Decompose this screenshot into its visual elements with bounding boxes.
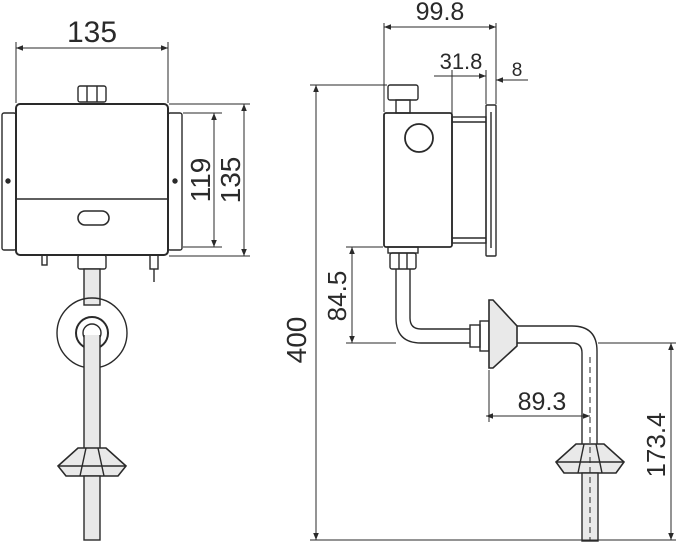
side-outlet-nut [389, 252, 417, 270]
front-upper-pipe [83, 268, 101, 306]
front-right-fitting [149, 254, 159, 270]
front-flush-cone [56, 447, 128, 477]
side-dimensions [310, 23, 676, 541]
front-outlet-nut [77, 254, 107, 270]
side-outlet-pipe-inner [517, 342, 583, 445]
side-inlet-port [404, 123, 434, 153]
front-width-label: 135 [67, 16, 117, 49]
side-union-nut-1 [469, 324, 481, 348]
side-housing [383, 112, 453, 248]
front-lower-pipe [83, 335, 101, 453]
side-bracket [451, 116, 487, 244]
pipe-drop-label: 173.4 [641, 412, 671, 477]
front-right-screw-icon [172, 178, 178, 184]
side-plate-thickness-label: 8 [512, 60, 523, 81]
side-union-nut-2 [479, 320, 490, 352]
front-bottom-pipe [83, 475, 101, 541]
front-housing [15, 103, 169, 256]
front-view [1, 85, 183, 541]
side-outlet-pipe-outer [517, 325, 598, 445]
front-sensor-window [77, 210, 110, 226]
side-view [383, 84, 626, 542]
side-elbow-pipe-inner [409, 269, 470, 330]
front-outer-height-label: 135 [215, 157, 246, 204]
side-depth-label: 99.8 [416, 0, 465, 26]
front-left-fitting [41, 254, 48, 266]
front-inner-height-label: 119 [185, 158, 216, 203]
side-inlet-nut [387, 84, 419, 101]
side-wall-plate [485, 104, 497, 257]
front-inlet-nut [77, 85, 107, 103]
front-left-screw-icon [5, 178, 11, 184]
pipe-reach-label: 89.3 [518, 388, 567, 416]
side-elbow-pipe-outer [395, 269, 470, 344]
outlet-height-label: 84.5 [322, 271, 352, 322]
side-wall-flange [488, 299, 518, 369]
side-inlet-stem [395, 99, 411, 114]
total-height-label: 400 [281, 317, 312, 364]
side-plate-offset-label: 31.8 [440, 49, 483, 74]
front-dimensions [15, 42, 250, 257]
